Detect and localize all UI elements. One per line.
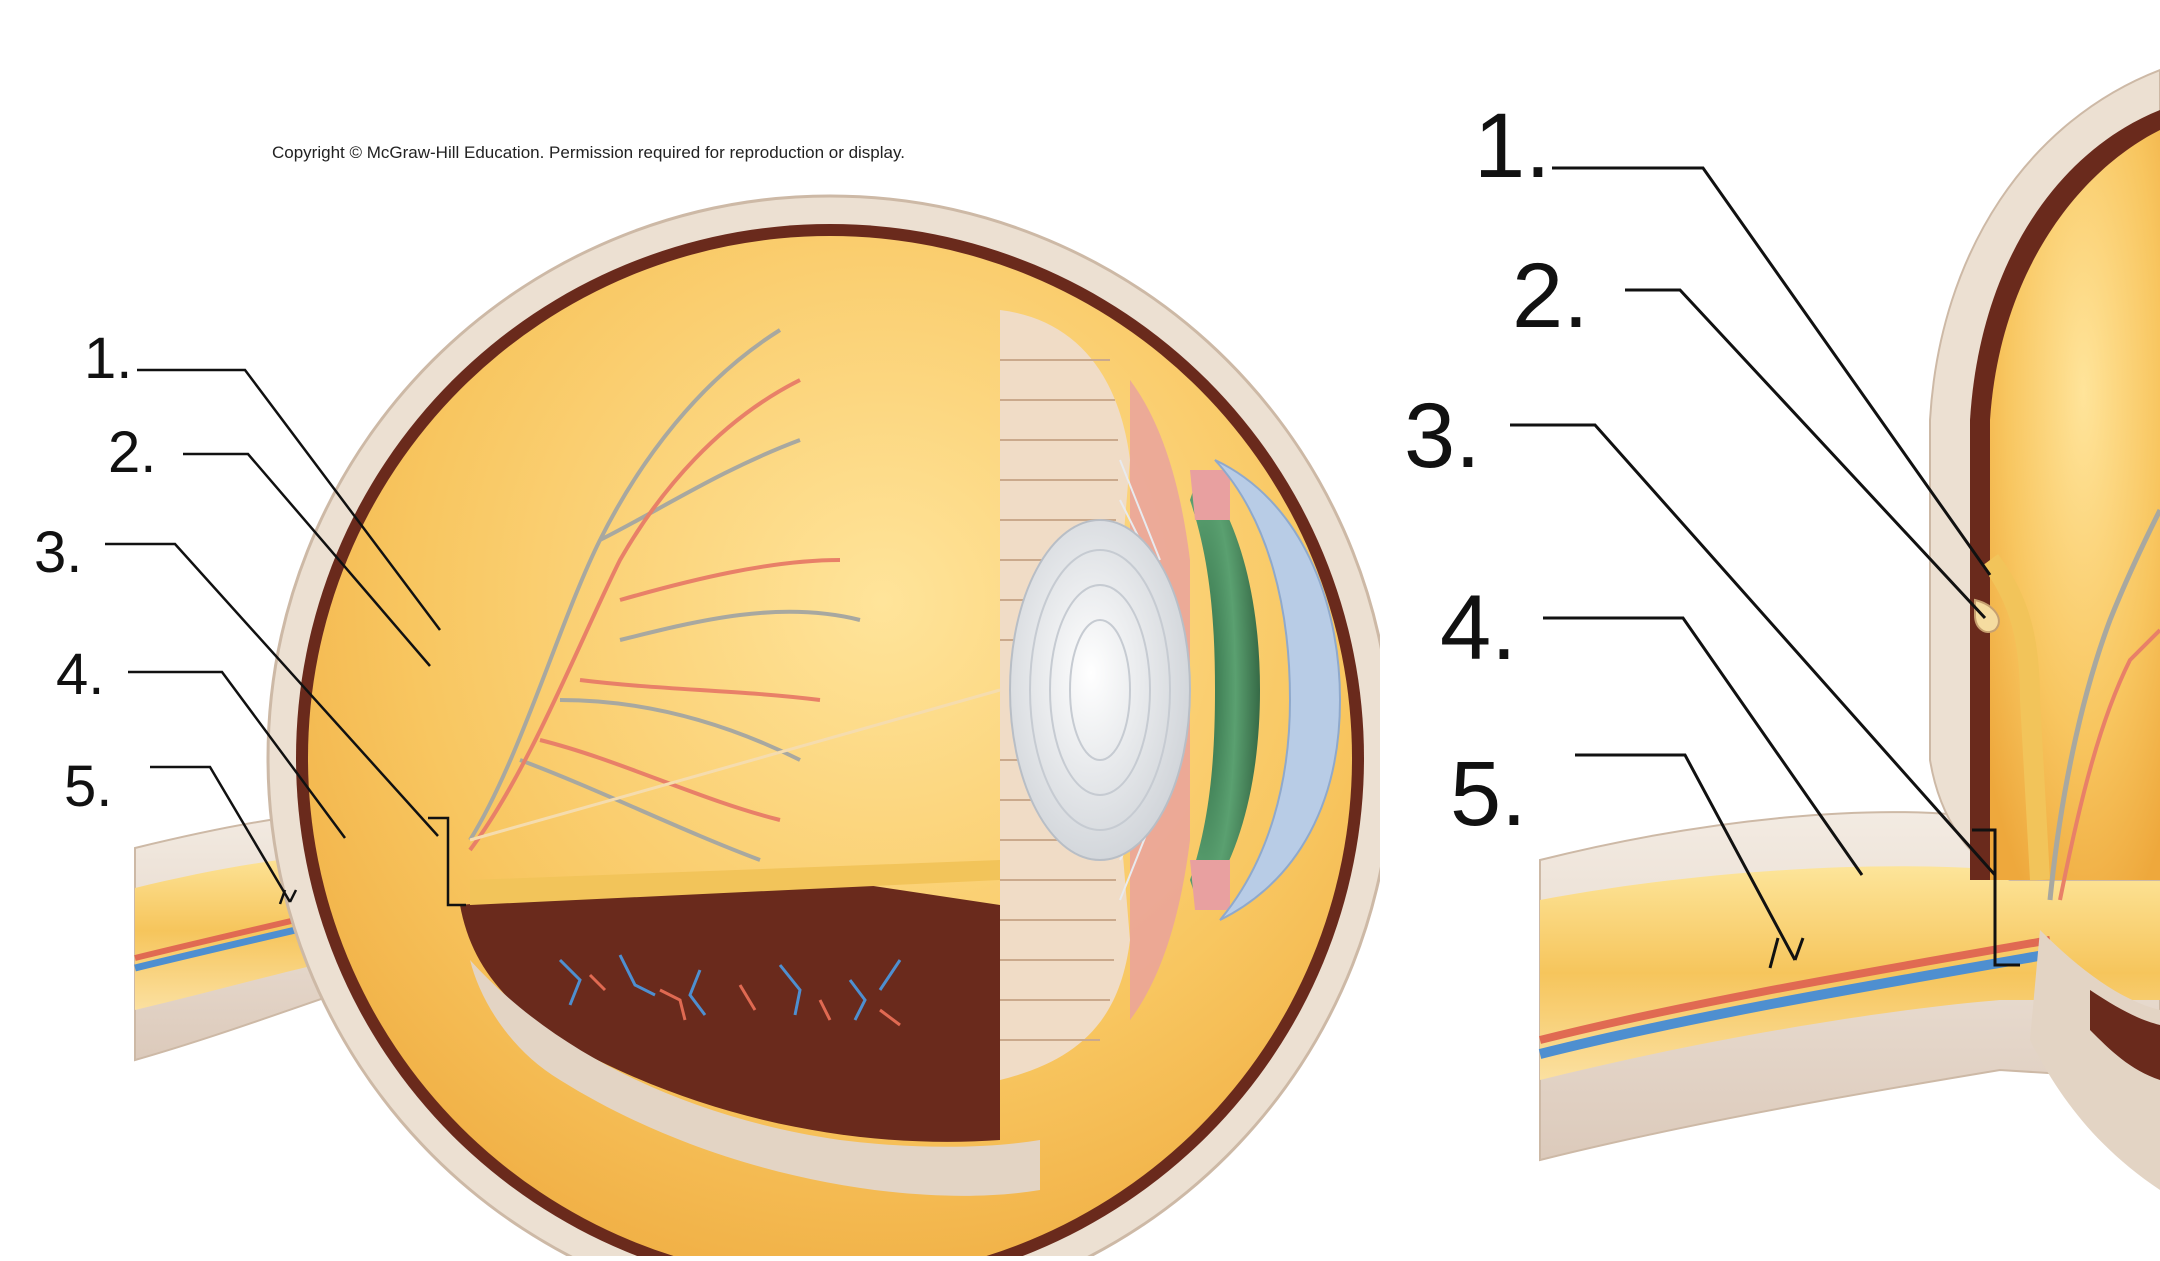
right-label-3: 3. bbox=[1404, 385, 1481, 487]
retinal-vessels bbox=[468, 328, 861, 862]
left-label-5: 5. bbox=[64, 754, 113, 819]
right-leader-lines bbox=[1510, 166, 2020, 969]
left-label-1: 1. bbox=[84, 326, 133, 391]
left-label-4: 4. bbox=[56, 642, 105, 707]
eye-cross-section-left bbox=[134, 194, 1380, 1256]
right-label-5: 5. bbox=[1450, 743, 1527, 845]
left-label-3: 3. bbox=[34, 520, 83, 585]
left-leader-lines bbox=[105, 368, 466, 907]
right-label-1: 1. bbox=[1474, 95, 1551, 197]
optic-disc-enlargement bbox=[1538, 68, 2160, 1190]
copyright-notice: Copyright © McGraw-Hill Education. Permi… bbox=[272, 143, 905, 162]
right-label-2: 2. bbox=[1512, 245, 1589, 347]
right-label-4: 4. bbox=[1440, 577, 1517, 679]
left-label-2: 2. bbox=[108, 420, 157, 485]
